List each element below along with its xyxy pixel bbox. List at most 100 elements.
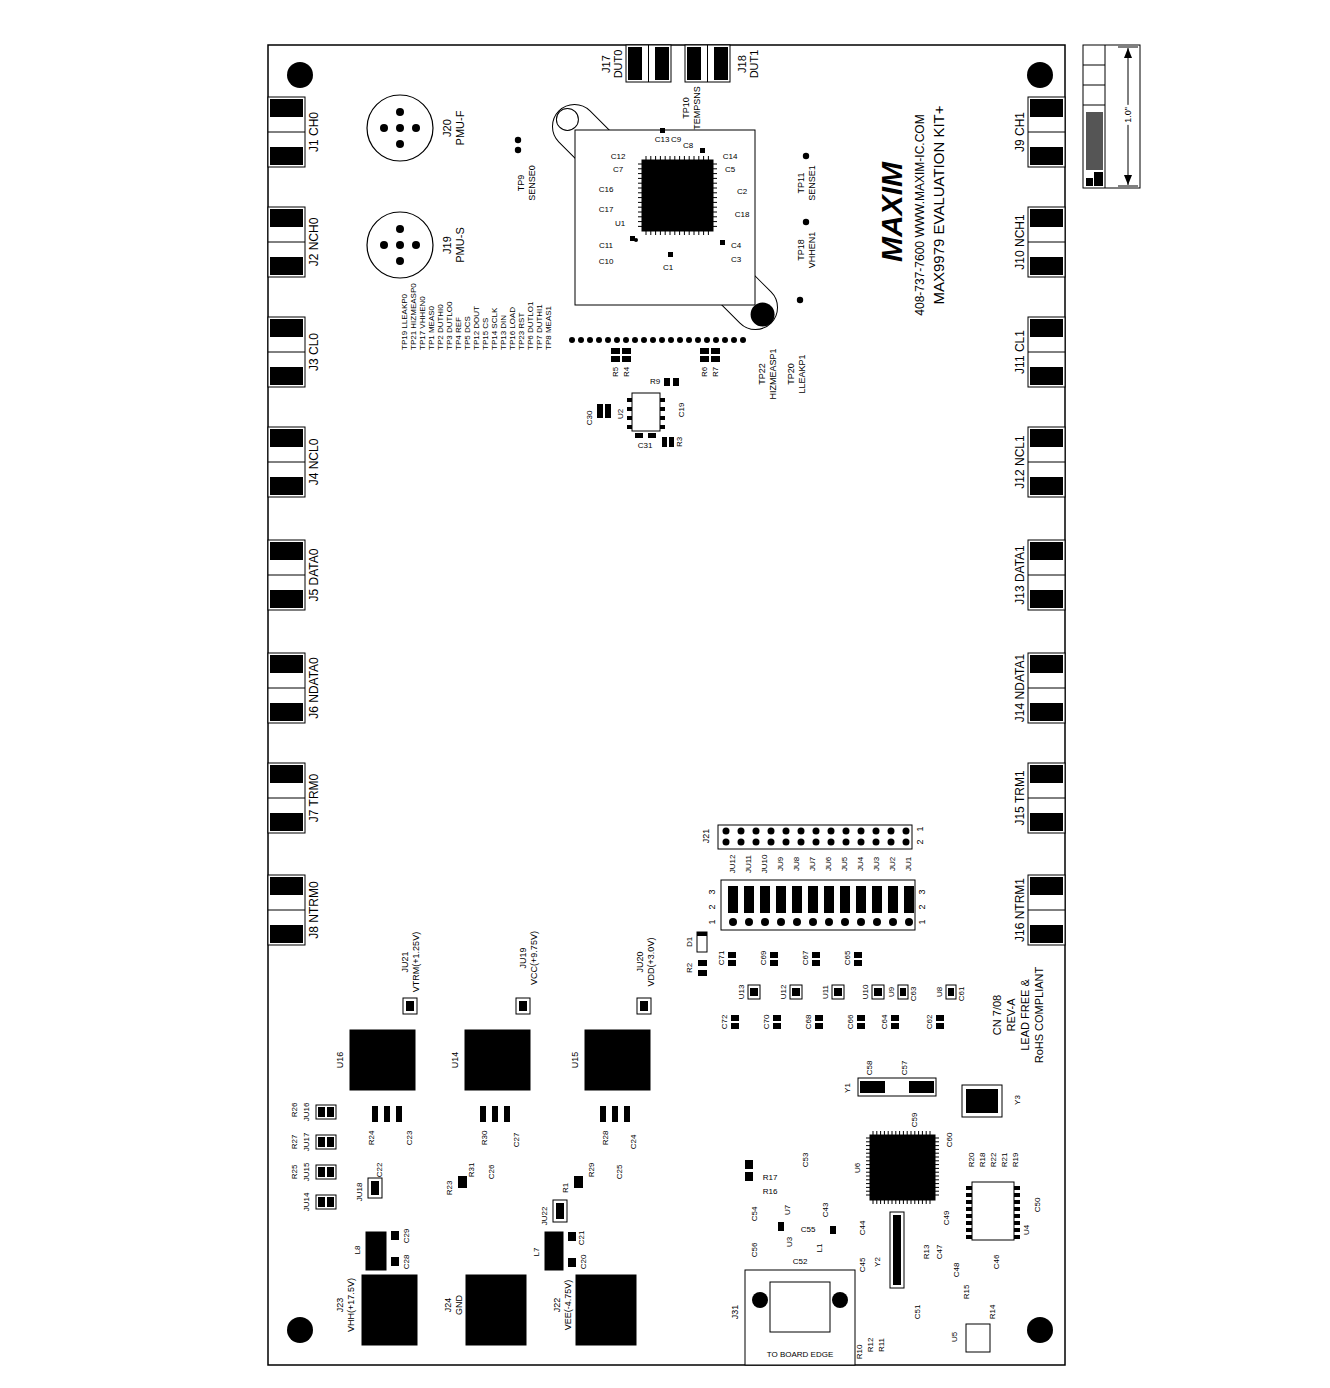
ic-pin	[876, 1131, 877, 1135]
ic-pin	[935, 1145, 939, 1146]
silk-label: U14	[451, 1052, 460, 1069]
silk-label: C8	[683, 142, 693, 150]
sma-connector	[626, 45, 671, 82]
smd-pad	[854, 952, 862, 958]
silk-label: 1.0"	[1123, 105, 1134, 125]
ic-pin	[679, 231, 680, 235]
sma-connector	[685, 45, 730, 82]
smd-pad	[891, 1015, 899, 1021]
sma-connector	[268, 540, 305, 610]
silk-label: C25	[616, 1165, 624, 1180]
ic-pin	[866, 1168, 870, 1169]
silk-label: R27	[291, 1135, 299, 1150]
silk-label: DUT1	[749, 50, 760, 79]
ic-pin	[650, 231, 651, 235]
smd-pad	[612, 1106, 618, 1122]
test-point	[605, 337, 611, 343]
header-pin	[723, 828, 730, 835]
sma-pin	[707, 45, 708, 82]
test-point	[803, 219, 809, 225]
ic-pin	[708, 156, 709, 160]
ic-pin	[713, 226, 717, 227]
ic-pin	[638, 183, 642, 184]
jumper-pin	[889, 918, 897, 926]
smd-pad	[600, 1106, 606, 1122]
ic-pin	[866, 1138, 870, 1139]
ic-package	[632, 393, 660, 431]
smd-pad	[1014, 1228, 1020, 1232]
jumper-shunt	[824, 886, 834, 913]
smd-pad	[1030, 877, 1063, 895]
smd-pad	[622, 356, 631, 362]
silk-label: C4	[731, 242, 741, 250]
smd-pad	[327, 1167, 334, 1177]
smd-pad	[270, 925, 303, 943]
ic-pin	[694, 156, 695, 160]
ic-pin	[660, 156, 661, 160]
silk-label: J12 NCL1	[1014, 435, 1026, 488]
smd-pad	[270, 590, 303, 608]
header-pin	[738, 839, 745, 846]
silk-label: U12	[780, 985, 788, 1000]
pmu-connector	[367, 212, 433, 278]
test-point	[632, 337, 638, 343]
smd-pad	[1094, 172, 1103, 186]
connector-pin	[396, 140, 404, 148]
sma-connector	[1028, 207, 1065, 277]
silk-label: C20	[580, 1255, 588, 1270]
smd-pad	[318, 1107, 325, 1117]
silk-label: JU19	[519, 947, 528, 968]
silk-label: TP5 DCS	[464, 316, 472, 350]
smd-pad	[611, 356, 620, 362]
silk-label: C59	[911, 1113, 919, 1128]
ic-pin	[935, 1164, 939, 1165]
ic-pin	[638, 226, 642, 227]
mounting-hole	[1027, 1317, 1053, 1343]
ic-pin	[638, 164, 642, 165]
smd-pad	[660, 425, 665, 429]
sma-pin	[268, 132, 305, 133]
silk-label: C49	[943, 1211, 951, 1226]
silk-label: TP21 HIZMEASP0	[410, 283, 418, 350]
header-pin	[768, 828, 775, 835]
connector-hole	[752, 1292, 768, 1308]
jumper-pin	[745, 918, 753, 926]
smd-pad	[1014, 1193, 1020, 1197]
smd-pad	[1030, 542, 1063, 560]
jumper-shunt	[840, 886, 850, 913]
silk-label: JU20	[636, 951, 645, 972]
smd-pad	[792, 988, 800, 996]
silk-label: C16	[599, 186, 614, 194]
ic-pin	[713, 221, 717, 222]
smd-pad	[1030, 765, 1063, 783]
silk-label: R6	[701, 367, 709, 377]
silk-label: J8 NTRM0	[308, 881, 320, 938]
silk-label: VTRM(+1.25V)	[412, 932, 421, 992]
smd-pad	[624, 1106, 630, 1122]
silk-label: U8	[936, 987, 944, 997]
silk-label: C51	[914, 1305, 922, 1320]
smd-pad	[711, 356, 720, 362]
ic-pin	[638, 178, 642, 179]
smd-pad	[1086, 178, 1093, 186]
silk-label: C2	[737, 188, 747, 196]
silk-label: TP22	[758, 363, 767, 385]
smd-pad	[492, 1106, 498, 1122]
jumper-pin	[793, 918, 801, 926]
sma-connector	[1028, 540, 1065, 610]
ic-pin	[866, 1176, 870, 1177]
smd-pad	[966, 1207, 972, 1211]
ic-pin	[665, 156, 666, 160]
silk-label: Y2	[874, 1257, 882, 1267]
silk-label: C18	[735, 211, 750, 219]
silk-label: VDD(+3.0V)	[647, 938, 656, 987]
dimension-tick	[1118, 186, 1138, 187]
ic-pin	[638, 216, 642, 217]
silk-label: TP1 MEAS0	[428, 306, 436, 350]
silk-label: VHHEN1	[808, 232, 817, 269]
header-pin	[783, 839, 790, 846]
smd-pad	[812, 952, 820, 958]
smd-pad	[605, 404, 611, 418]
smd-pad	[627, 398, 632, 402]
silk-label: 2	[918, 904, 927, 909]
